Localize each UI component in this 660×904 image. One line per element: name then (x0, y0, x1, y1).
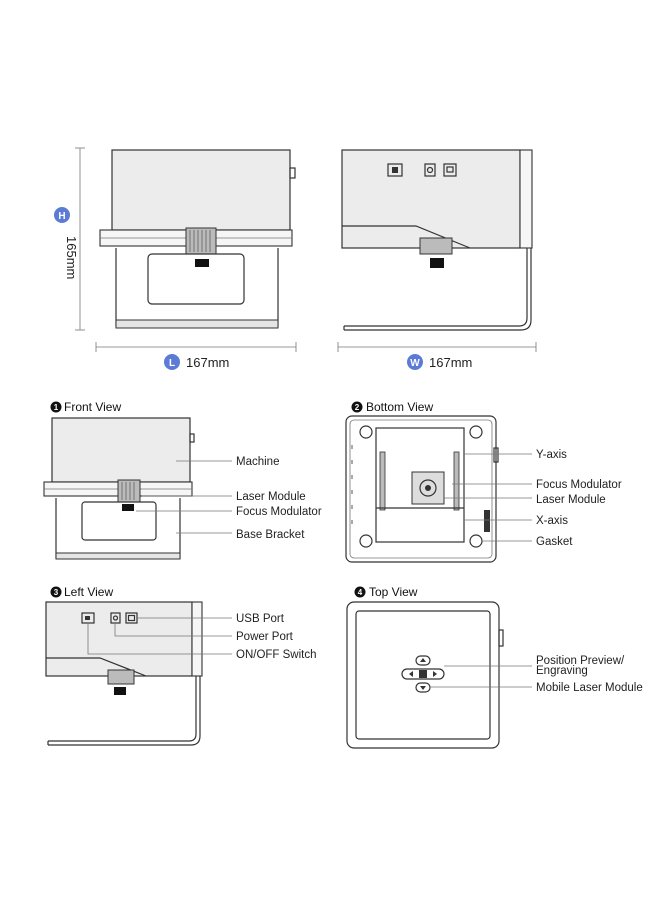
bottom-label-focus-modulator: Focus Modulator (536, 479, 622, 491)
top-view-number: 4 (358, 588, 363, 597)
height-dimension: H 165mm (54, 207, 79, 279)
left-view-number: 3 (54, 588, 59, 597)
left-view-number-circle (50, 586, 62, 598)
bottom-label-x-axis: X-axis (536, 515, 568, 527)
front-label-base-bracket: Base Bracket (236, 529, 305, 541)
side-profile-drawing (337, 149, 537, 352)
top-label-mobile-laser-module: Mobile Laser Module (536, 682, 643, 694)
bottom-view-number-circle (351, 401, 363, 413)
top-label-position-preview: Position Preview/ (536, 655, 625, 667)
bottom-label-y-axis: Y-axis (536, 449, 567, 461)
top-view-number-circle (354, 586, 366, 598)
width-badge: W (410, 358, 420, 369)
top-label-engraving: Engraving (536, 665, 588, 677)
front-view-title: Front View (64, 400, 121, 414)
height-badge-circle (54, 207, 70, 223)
left-label-usb-port: USB Port (236, 613, 285, 625)
front-view-number-circle (50, 401, 62, 413)
width-badge-circle (407, 354, 423, 370)
bottom-view-title: Bottom View (366, 400, 433, 414)
bottom-label-gasket: Gasket (536, 536, 573, 548)
front-profile-drawing (75, 147, 297, 352)
height-value: 165mm (64, 236, 79, 279)
top-view: 4 Top View Position Preview/ Engraving M… (346, 585, 643, 749)
length-badge: L (169, 358, 175, 369)
bottom-label-laser-module: Laser Module (536, 494, 606, 506)
front-label-focus-modulator: Focus Modulator (236, 506, 322, 518)
left-view-title: Left View (64, 585, 113, 599)
width-dimension: W 167mm (407, 354, 472, 370)
front-label-machine: Machine (236, 456, 279, 468)
front-view: 1 Front View Machine Laser Module Focus … (43, 400, 322, 560)
length-dimension: L 167mm (164, 354, 229, 370)
left-label-power-port: Power Port (236, 631, 294, 643)
top-view-title: Top View (369, 585, 418, 599)
width-value: 167mm (429, 355, 472, 370)
bottom-view: 2 Bottom View (345, 400, 622, 563)
left-label-on-off-switch: ON/OFF Switch (236, 649, 317, 661)
bottom-view-number: 2 (355, 403, 360, 412)
length-value: 167mm (186, 355, 229, 370)
height-badge: H (58, 211, 65, 222)
front-label-laser-module: Laser Module (236, 491, 306, 503)
front-view-number: 1 (54, 403, 59, 412)
length-badge-circle (164, 354, 180, 370)
left-view: 3 Left View USB Port Power Port ON/OFF S… (45, 585, 317, 746)
